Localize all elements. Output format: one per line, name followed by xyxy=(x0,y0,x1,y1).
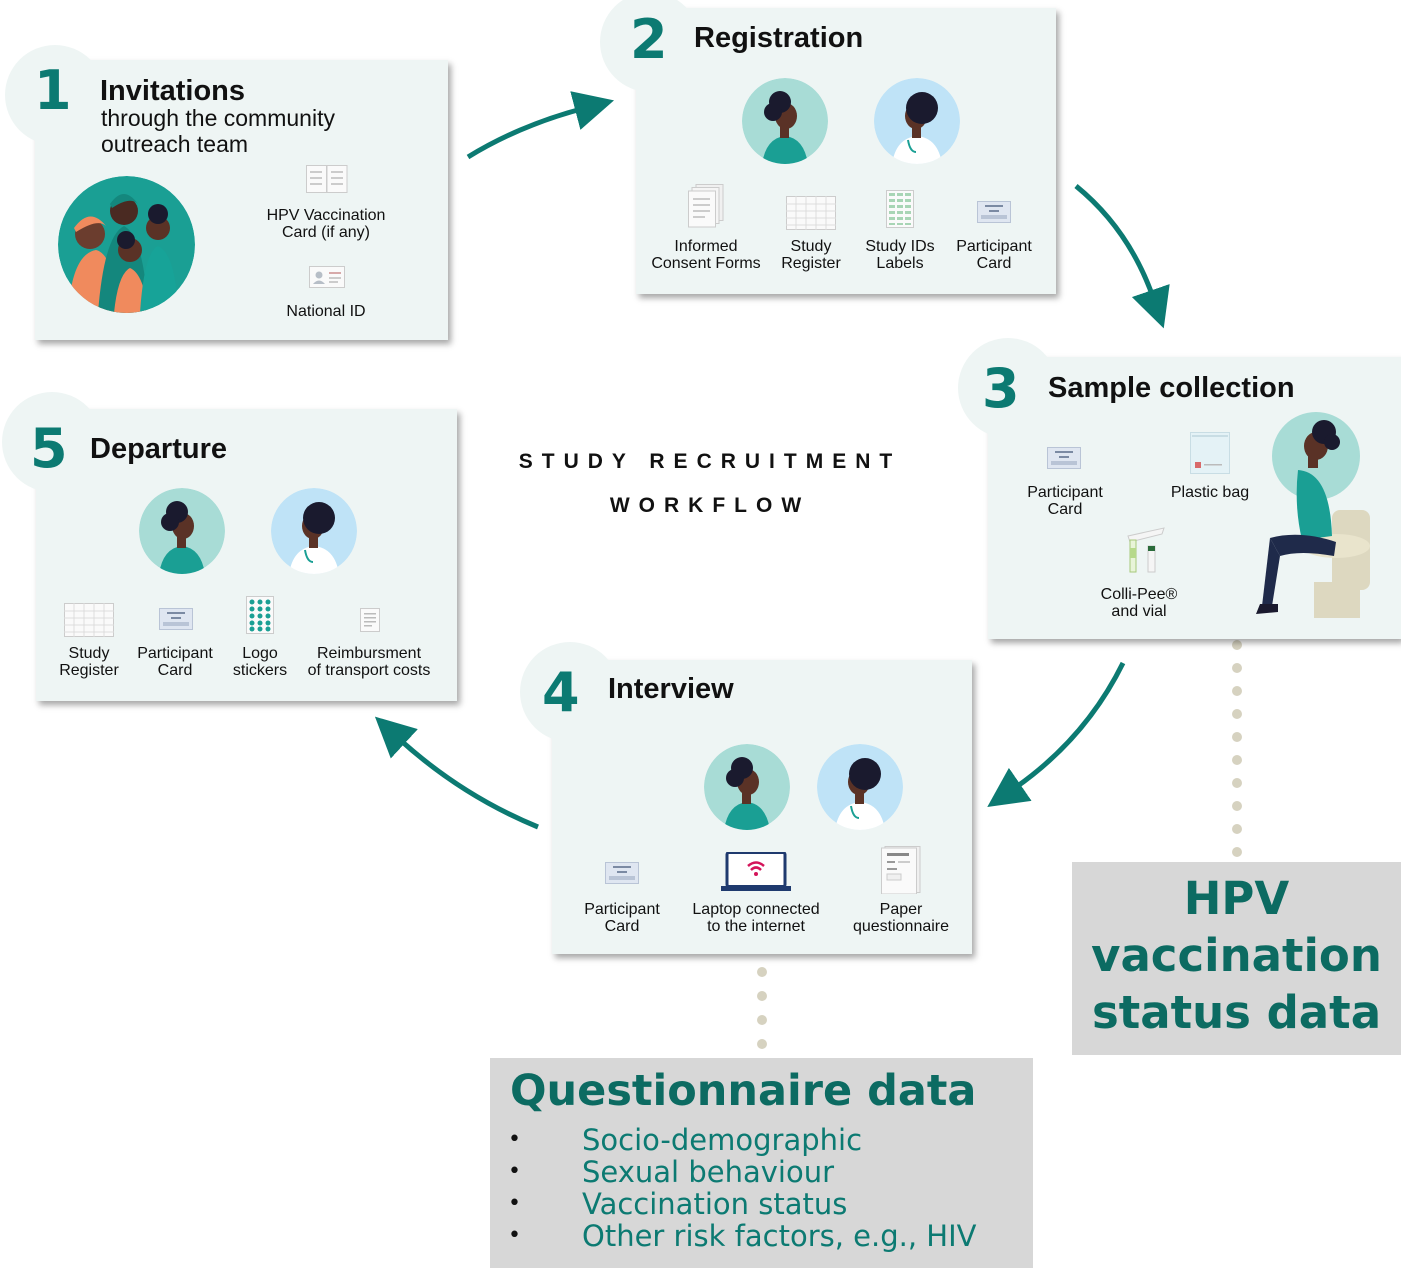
id-labels-icon xyxy=(886,190,914,228)
item-colli-pee-and-vial: Colli-Pee® and vial xyxy=(1100,586,1178,620)
item-hpv-vaccination-card: HPV Vaccination Card (if any) xyxy=(266,207,386,241)
list-item-text: Vaccination status xyxy=(582,1187,848,1221)
hpv-title-line1: HPV xyxy=(1183,872,1290,925)
workflow-title: STUDY RECRUITMENT WORKFLOW xyxy=(500,440,920,528)
laptop-wifi-icon xyxy=(721,852,791,891)
arrow-4-to-5 xyxy=(374,716,539,830)
study-register-icon xyxy=(64,603,114,637)
step-1-subtitle: through the community outreach team xyxy=(101,105,335,157)
step-5-badge xyxy=(2,392,102,492)
step-1-title: Invitations xyxy=(100,75,246,107)
bullet: • xyxy=(508,1191,521,1216)
hpv-title-line2: vaccination xyxy=(1091,929,1382,982)
receipt-icon xyxy=(360,608,380,632)
step-2-title: Registration xyxy=(694,22,864,54)
arrow-3-to-4 xyxy=(987,661,1126,807)
item-plastic-bag: Plastic bag xyxy=(1170,484,1250,501)
list-item-text: Other risk factors, e.g., HIV xyxy=(582,1219,977,1253)
list-item-text: Sexual behaviour xyxy=(582,1155,834,1189)
workflow-title-line1: STUDY RECRUITMENT xyxy=(518,450,902,473)
questionnaire-data-title: Questionnaire data xyxy=(510,1066,977,1116)
participant-avatar xyxy=(704,744,790,830)
arrow-2-to-3 xyxy=(1074,184,1170,329)
step-4-number: 4 xyxy=(542,661,580,724)
colli-pee-icon xyxy=(1127,527,1165,573)
national-id-icon xyxy=(309,266,345,288)
bullet: • xyxy=(508,1159,521,1184)
step-1-subtitle-line2: outreach team xyxy=(101,131,249,157)
step-2-number: 2 xyxy=(630,8,668,71)
item-laptop-connected: Laptop connected to the internet xyxy=(692,901,820,935)
step-3-badge xyxy=(958,338,1058,438)
step-2-panel xyxy=(636,8,1056,294)
item-participant-card: Participant Card xyxy=(137,645,213,679)
logo-stickers-icon xyxy=(246,596,274,634)
participant-avatar xyxy=(139,488,225,574)
step-3-number: 3 xyxy=(982,357,1020,420)
participant-card-icon xyxy=(159,608,193,630)
item-reimbursment-transport: Reimbursment of transport costs xyxy=(307,645,431,679)
participant-card-icon xyxy=(605,862,639,884)
consent-forms-icon xyxy=(688,184,724,228)
health-worker-avatar xyxy=(874,78,960,164)
list-item-text: Socio-demographic xyxy=(582,1123,863,1157)
item-logo-stickers: Logo stickers xyxy=(232,645,288,679)
participant-avatar xyxy=(742,78,828,164)
item-national-id: National ID xyxy=(286,303,366,320)
item-participant-card: Participant Card xyxy=(956,238,1032,272)
dotted-connector-hpv xyxy=(1232,640,1242,857)
step-5-title: Departure xyxy=(90,433,227,465)
step-4-title: Interview xyxy=(608,673,734,705)
women-group-icon xyxy=(58,176,195,313)
bullet: • xyxy=(508,1223,521,1248)
step-1-badge xyxy=(5,45,105,145)
hpv-vaccination-status-box xyxy=(1072,862,1401,1055)
participant-card-icon xyxy=(977,201,1011,223)
health-worker-avatar xyxy=(271,488,357,574)
item-participant-card: Participant Card xyxy=(584,901,660,935)
step-2-badge xyxy=(600,0,700,92)
bullet: • xyxy=(508,1127,521,1152)
study-register-icon xyxy=(786,196,836,230)
step-5-number: 5 xyxy=(30,417,68,480)
dotted-connector-questionnaire xyxy=(757,967,767,1049)
step-4-badge xyxy=(520,642,620,742)
hpv-title-line3: status data xyxy=(1091,986,1382,1039)
item-paper-questionnaire: Paper questionnaire xyxy=(852,901,950,935)
step-1-number: 1 xyxy=(34,59,72,122)
item-study-ids-labels: Study IDs Labels xyxy=(865,238,935,272)
item-participant-card: Participant Card xyxy=(1027,484,1103,518)
workflow-title-line2: WORKFLOW xyxy=(609,494,811,517)
arrow-1-to-2 xyxy=(466,91,615,160)
step-3-title: Sample collection xyxy=(1048,372,1295,404)
vaccination-card-icon xyxy=(306,165,348,193)
item-study-register: Study Register xyxy=(59,645,119,679)
plastic-bag-icon xyxy=(1190,432,1230,474)
hpv-vaccination-status-title: HPV vaccination status data xyxy=(1072,870,1401,1041)
item-study-register: Study Register xyxy=(781,238,841,272)
step-5-panel xyxy=(36,409,457,701)
seated-woman-illustration xyxy=(1256,412,1370,618)
step-1-subtitle-line1: through the community xyxy=(101,105,335,131)
questionnaire-data-box xyxy=(490,1058,1033,1268)
participant-card-icon xyxy=(1047,447,1081,469)
health-worker-avatar xyxy=(817,744,903,830)
item-informed-consent-forms: Informed Consent Forms xyxy=(651,238,761,272)
paper-questionnaire-icon xyxy=(881,846,921,894)
